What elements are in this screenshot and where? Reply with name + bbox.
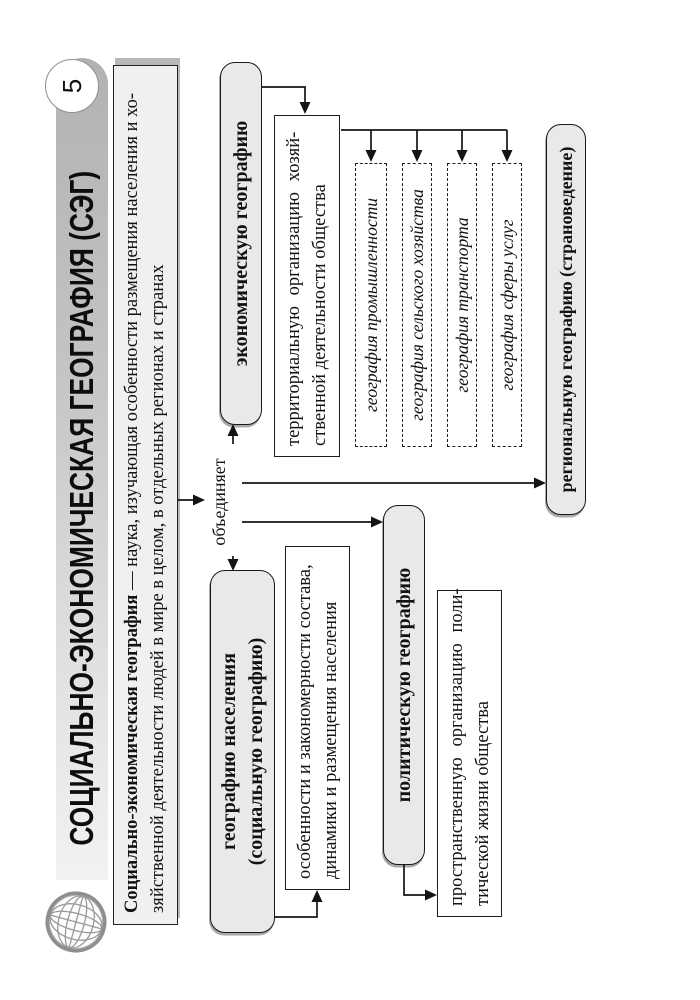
political-desc-line-2: тической жизни общества — [472, 701, 493, 906]
node-agriculture-geography: география сельского хозяйства — [402, 163, 432, 447]
definition-line-2: зяйственной деятельности людей в мире в … — [148, 264, 168, 913]
territorial-line-2: ственной деятельности общества — [310, 184, 330, 446]
definition-box: Социально-экономическая география — наук… — [113, 65, 178, 925]
definition-line-1: Социально-экономическая география — наук… — [119, 77, 145, 913]
population-geography-line-2: (социальную географию) — [244, 637, 267, 866]
chapter-title: СОЦИАЛЬНО-ЭКОНОМИЧЕСКАЯ ГЕОГРАФИЯ (СЭГ) — [63, 170, 100, 846]
population-desc-line-2: динамики и размещения населения — [320, 601, 341, 879]
definition-line-1-rest: — наука, изучающая особенности размещени… — [122, 92, 142, 595]
node-services-geography: география сферы услуг — [492, 163, 522, 447]
node-population-description: особенности и закономерности состава, ди… — [285, 546, 350, 890]
node-political-geography: политическую географию — [383, 505, 425, 865]
industry-geography-label: география промышленности — [360, 197, 381, 413]
transport-geography-label: география транспорта — [451, 217, 472, 393]
population-geography-line-1: географию населения — [217, 652, 240, 851]
territorial-line-1: территориальную организацию хозяй- — [284, 131, 304, 446]
node-industry-geography: география промышленности — [355, 163, 387, 447]
arrow-economic-to-territorial — [262, 86, 311, 114]
agriculture-geography-label: география сельского хозяйства — [406, 189, 427, 421]
node-regional-geography: региональную географию (страноведение) — [546, 124, 586, 515]
services-geography-label: география сферы услуг — [496, 219, 517, 391]
node-political-description: пространственную организацию поли- тичес… — [437, 588, 502, 917]
node-territorial-organization: территориальную организацию хозяй- ствен… — [274, 115, 340, 457]
node-economic-geography-label: экономическую географию — [229, 120, 252, 367]
page-number: 5 — [56, 78, 87, 94]
population-desc-line-1: особенности и закономерности состава, — [294, 564, 315, 879]
political-geography-label: политическую географию — [392, 567, 415, 803]
chapter-title-bar: СОЦИАЛЬНО-ЭКОНОМИЧЕСКАЯ ГЕОГРАФИЯ (СЭГ) — [56, 58, 108, 880]
node-transport-geography: география транспорта — [447, 163, 477, 447]
globe-icon — [45, 891, 107, 953]
definition-term: Социально-экономическая география — [122, 594, 142, 913]
node-economic-geography: экономическую географию — [220, 62, 262, 425]
node-population-geography: географию населения (социальную географи… — [210, 570, 275, 933]
hub-label: объединяет — [209, 458, 229, 546]
regional-geography-label: региональную географию (страноведение) — [555, 146, 576, 493]
political-desc-line-1: пространственную организацию поли- — [446, 588, 467, 906]
page-number-badge: 5 — [45, 59, 99, 113]
arrow-population-to-description — [275, 890, 323, 918]
arrow-political-to-description — [403, 865, 437, 901]
